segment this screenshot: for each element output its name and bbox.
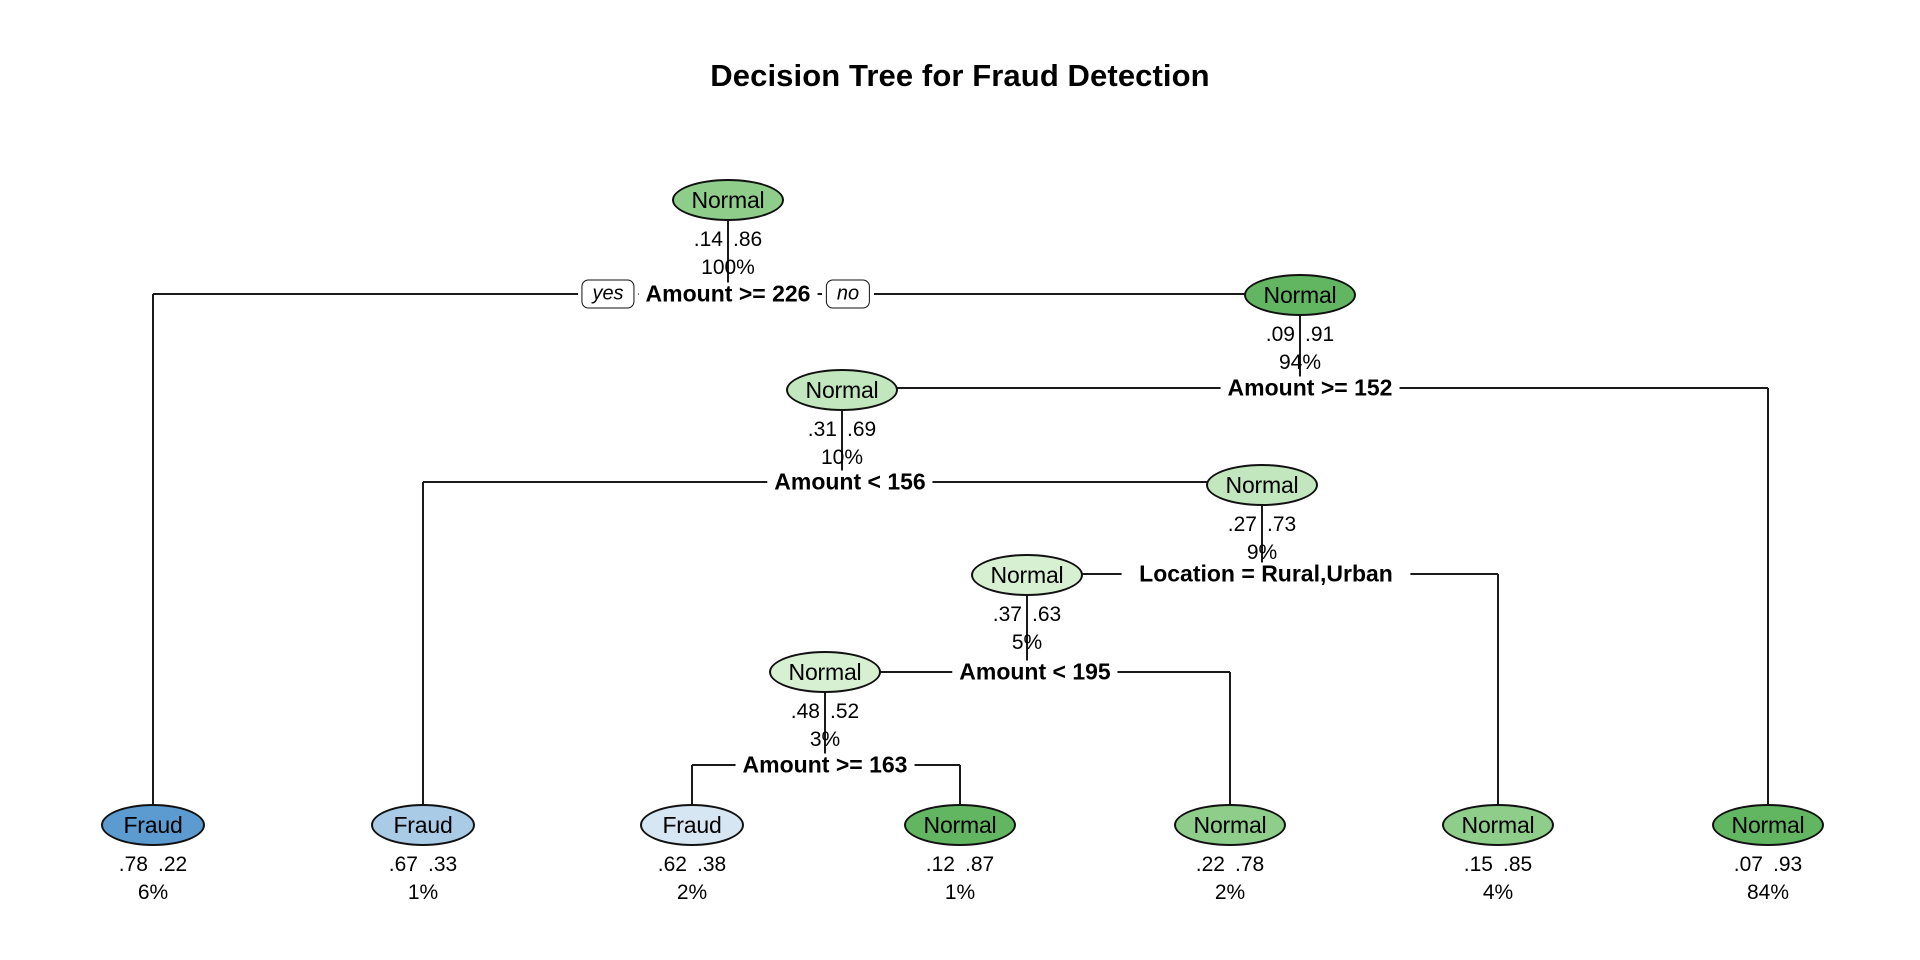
tree-node-stats-l1: .78 .22 6% bbox=[119, 851, 187, 906]
prob-normal-n1: .86 bbox=[733, 228, 763, 251]
tree-node-n1: Normal bbox=[672, 179, 784, 221]
prob-fraud-l2: .67 bbox=[388, 853, 418, 876]
tree-node-l4: Normal bbox=[904, 804, 1016, 846]
node-percent-n6: 3% bbox=[809, 727, 841, 751]
prob-fraud-l5: .22 bbox=[1195, 853, 1225, 876]
prob-normal-l1: .22 bbox=[158, 853, 188, 876]
split-label-s4: Location = Rural,Urban bbox=[1132, 562, 1400, 586]
split-label-s1: Amount >= 226 bbox=[638, 282, 818, 306]
prob-normal-l6: .85 bbox=[1503, 853, 1533, 876]
tree-node-stats-n3: .31 .69 10% bbox=[808, 416, 876, 471]
node-percent-n5: 5% bbox=[1011, 630, 1043, 654]
tree-node-stats-n2: .09 .91 94% bbox=[1266, 321, 1334, 376]
page-title: Decision Tree for Fraud Detection bbox=[710, 58, 1210, 93]
prob-fraud-l3: .62 bbox=[657, 853, 687, 876]
tree-node-l3: Fraud bbox=[640, 804, 744, 846]
tree-node-stats-l5: .22 .78 2% bbox=[1196, 851, 1264, 906]
tree-node-n6: Normal bbox=[769, 651, 881, 693]
prob-fraud-l4: .12 bbox=[925, 853, 955, 876]
node-percent-n4: 9% bbox=[1246, 540, 1278, 564]
prob-fraud-n4: .27 bbox=[1227, 513, 1257, 536]
split-label-s6: Amount >= 163 bbox=[735, 753, 915, 777]
node-percent-l7: 84% bbox=[1746, 880, 1790, 904]
tree-node-stats-n5: .37 .63 5% bbox=[993, 601, 1061, 656]
prob-fraud-n2: .09 bbox=[1265, 323, 1295, 346]
prob-fraud-n5: .37 bbox=[992, 603, 1022, 626]
node-percent-l5: 2% bbox=[1214, 880, 1246, 904]
node-percent-l4: 1% bbox=[944, 880, 976, 904]
tree-node-stats-l7: .07 .93 84% bbox=[1734, 851, 1802, 906]
prob-fraud-l7: .07 bbox=[1733, 853, 1763, 876]
tree-node-stats-n1: .14 .86 100% bbox=[694, 226, 762, 281]
split-label-s5: Amount < 195 bbox=[952, 660, 1118, 684]
node-percent-n1: 100% bbox=[701, 255, 755, 279]
tree-node-n3: Normal bbox=[786, 369, 898, 411]
prob-normal-n6: .52 bbox=[830, 700, 860, 723]
branch-label-yes: yes bbox=[581, 279, 635, 309]
prob-fraud-l1: .78 bbox=[118, 853, 148, 876]
prob-fraud-n3: .31 bbox=[807, 418, 837, 441]
node-percent-l6: 4% bbox=[1482, 880, 1514, 904]
prob-fraud-l6: .15 bbox=[1463, 853, 1493, 876]
prob-normal-l7: .93 bbox=[1773, 853, 1803, 876]
tree-node-stats-l6: .15 .85 4% bbox=[1464, 851, 1532, 906]
tree-node-stats-n4: .27 .73 9% bbox=[1228, 511, 1296, 566]
prob-normal-l4: .87 bbox=[965, 853, 995, 876]
tree-node-stats-l3: .62 .38 2% bbox=[658, 851, 726, 906]
prob-normal-n4: .73 bbox=[1267, 513, 1297, 536]
prob-fraud-n1: .14 bbox=[693, 228, 723, 251]
tree-node-l1: Fraud bbox=[101, 804, 205, 846]
prob-normal-l3: .38 bbox=[697, 853, 727, 876]
tree-node-n2: Normal bbox=[1244, 274, 1356, 316]
prob-normal-n2: .91 bbox=[1305, 323, 1335, 346]
tree-node-l6: Normal bbox=[1442, 804, 1554, 846]
node-percent-l1: 6% bbox=[137, 880, 169, 904]
tree-node-l7: Normal bbox=[1712, 804, 1824, 846]
tree-node-l5: Normal bbox=[1174, 804, 1286, 846]
tree-node-l2: Fraud bbox=[371, 804, 475, 846]
tree-node-n5: Normal bbox=[971, 554, 1083, 596]
tree-node-stats-l4: .12 .87 1% bbox=[926, 851, 994, 906]
prob-normal-l5: .78 bbox=[1235, 853, 1265, 876]
prob-normal-n5: .63 bbox=[1032, 603, 1062, 626]
node-percent-n2: 94% bbox=[1278, 350, 1322, 374]
split-label-s3: Amount < 156 bbox=[767, 470, 933, 494]
prob-normal-n3: .69 bbox=[847, 418, 877, 441]
prob-normal-l2: .33 bbox=[428, 853, 458, 876]
node-percent-n3: 10% bbox=[820, 445, 864, 469]
tree-node-n4: Normal bbox=[1206, 464, 1318, 506]
tree-node-stats-l2: .67 .33 1% bbox=[389, 851, 457, 906]
node-percent-l2: 1% bbox=[407, 880, 439, 904]
prob-fraud-n6: .48 bbox=[790, 700, 820, 723]
node-percent-l3: 2% bbox=[676, 880, 708, 904]
branch-label-no: no bbox=[825, 279, 871, 309]
split-label-s2: Amount >= 152 bbox=[1220, 376, 1400, 400]
tree-node-stats-n6: .48 .52 3% bbox=[791, 698, 859, 753]
